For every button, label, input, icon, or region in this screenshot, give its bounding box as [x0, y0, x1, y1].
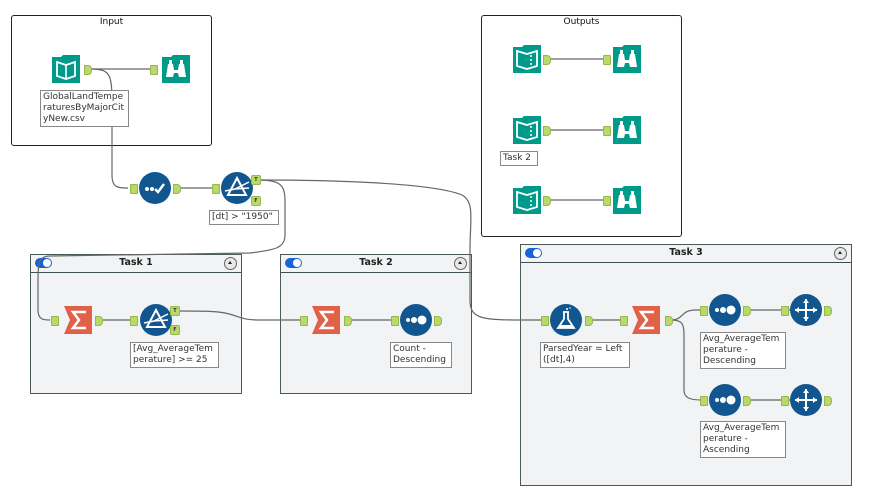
browse-binoculars-icon — [613, 186, 641, 214]
t2-sort-output-port[interactable] — [434, 316, 442, 326]
sort-dots-icon — [709, 384, 741, 416]
out-browse-2[interactable] — [611, 114, 643, 146]
task3-header: Task 3 — [521, 245, 851, 263]
t2-sort-tool[interactable] — [400, 304, 432, 336]
sample-move-icon — [790, 384, 822, 416]
out-browse-2-port[interactable] — [603, 126, 611, 136]
t3-sample-1-output-port[interactable] — [824, 306, 832, 316]
t2-summarize-input-port[interactable] — [300, 316, 308, 326]
t3-sort-asc-annotation: Avg_AverageTem perature - Ascending — [700, 421, 786, 458]
t2-sort-annotation: Count - Descending — [390, 342, 452, 368]
t1-filter-true-port[interactable]: T — [170, 306, 180, 316]
text-input-icon — [513, 186, 541, 214]
out-browse-3[interactable] — [611, 184, 643, 216]
input-data-annotation: GlobalLandTempe raturesByMajorCit yNew.c… — [40, 90, 129, 127]
t3-sample-2-tool[interactable] — [790, 384, 822, 416]
out-text-input-3[interactable] — [511, 184, 543, 216]
t2-summarize-output-port[interactable] — [344, 316, 352, 326]
task3-collapse-button[interactable] — [834, 247, 847, 260]
filter-prism-icon — [140, 304, 172, 336]
t1-summarize-output-port[interactable] — [95, 316, 103, 326]
task2-collapse-button[interactable] — [454, 257, 467, 270]
formula-flask-icon — [550, 304, 582, 336]
t3-sample-2-input-port[interactable] — [781, 396, 789, 406]
summarize-sigma-icon — [632, 306, 660, 334]
sample-move-icon — [790, 294, 822, 326]
t3-sort-asc-output-port[interactable] — [743, 396, 751, 406]
filter-prism-icon — [221, 172, 253, 204]
out-text-input-3-port[interactable] — [543, 196, 551, 206]
t3-summarize-output-port[interactable] — [665, 316, 673, 326]
t3-sample-2-output-port[interactable] — [824, 396, 832, 406]
summarize-sigma-icon — [312, 306, 340, 334]
filter-true-port[interactable]: T — [251, 175, 261, 185]
out-text-input-2-annotation: Task 2 — [500, 151, 538, 166]
input-data-output-port[interactable] — [84, 65, 92, 75]
t2-sort-input-port[interactable] — [391, 316, 399, 326]
input-data-tool[interactable] — [50, 53, 82, 85]
t1-filter-false-port[interactable]: F — [170, 325, 180, 335]
task2-header: Task 2 — [281, 255, 471, 273]
out-browse-3-port[interactable] — [603, 196, 611, 206]
t3-formula-annotation: ParsedYear = Left ([dt],4) — [540, 342, 630, 368]
filter-false-port[interactable]: F — [251, 196, 261, 206]
summarize-sigma-icon — [64, 306, 92, 334]
out-text-input-2-port[interactable] — [543, 126, 551, 136]
select-output-port[interactable] — [173, 184, 181, 194]
t1-filter-annotation: [Avg_AverageTem perature] >= 25 — [130, 342, 219, 368]
filter-tool[interactable] — [221, 172, 253, 204]
out-text-input-1-port[interactable] — [543, 55, 551, 65]
t3-formula-input-port[interactable] — [541, 316, 549, 326]
select-tool[interactable] — [139, 172, 171, 204]
browse-input-port[interactable] — [150, 65, 158, 75]
out-text-input-1[interactable] — [511, 43, 543, 75]
input-data-book-icon — [52, 55, 80, 83]
t2-summarize-tool[interactable] — [310, 304, 342, 336]
filter-input-port[interactable] — [212, 184, 220, 194]
task2-title: Task 2 — [359, 257, 393, 268]
t3-formula-tool[interactable] — [550, 304, 582, 336]
t1-filter-input-port[interactable] — [130, 316, 138, 326]
select-input-port[interactable] — [130, 184, 138, 194]
browse-tool-input[interactable] — [160, 53, 192, 85]
task2-container[interactable]: Task 2 — [280, 254, 472, 394]
t3-sort-asc-input-port[interactable] — [700, 396, 708, 406]
t3-sort-desc-input-port[interactable] — [700, 306, 708, 316]
t3-sort-desc-tool[interactable] — [709, 294, 741, 326]
t1-summarize-input-port[interactable] — [51, 316, 59, 326]
out-browse-1-port[interactable] — [603, 55, 611, 65]
t3-sort-desc-output-port[interactable] — [743, 306, 751, 316]
task1-title: Task 1 — [119, 257, 153, 268]
text-input-icon — [513, 45, 541, 73]
browse-binoculars-icon — [162, 55, 190, 83]
t1-summarize-tool[interactable] — [62, 304, 94, 336]
t3-summarize-tool[interactable] — [630, 304, 662, 336]
t3-sample-1-tool[interactable] — [790, 294, 822, 326]
task1-header: Task 1 — [31, 255, 241, 273]
t3-sort-desc-annotation: Avg_AverageTem perature - Descending — [700, 332, 786, 369]
t3-summarize-input-port[interactable] — [620, 316, 628, 326]
browse-binoculars-icon — [613, 45, 641, 73]
input-container-title: Input — [99, 17, 124, 27]
t1-filter-tool[interactable] — [140, 304, 172, 336]
task3-title: Task 3 — [669, 247, 703, 258]
sort-dots-icon — [400, 304, 432, 336]
select-check-icon — [139, 172, 171, 204]
filter-annotation: [dt] > "1950" — [209, 210, 279, 225]
out-text-input-2[interactable] — [511, 114, 543, 146]
browse-binoculars-icon — [613, 116, 641, 144]
task1-collapse-button[interactable] — [224, 257, 237, 270]
sort-dots-icon — [709, 294, 741, 326]
text-input-icon — [513, 116, 541, 144]
out-browse-1[interactable] — [611, 43, 643, 75]
t3-sample-1-input-port[interactable] — [781, 306, 789, 316]
t3-formula-output-port[interactable] — [585, 316, 593, 326]
outputs-container-title: Outputs — [563, 17, 600, 27]
t3-sort-asc-tool[interactable] — [709, 384, 741, 416]
